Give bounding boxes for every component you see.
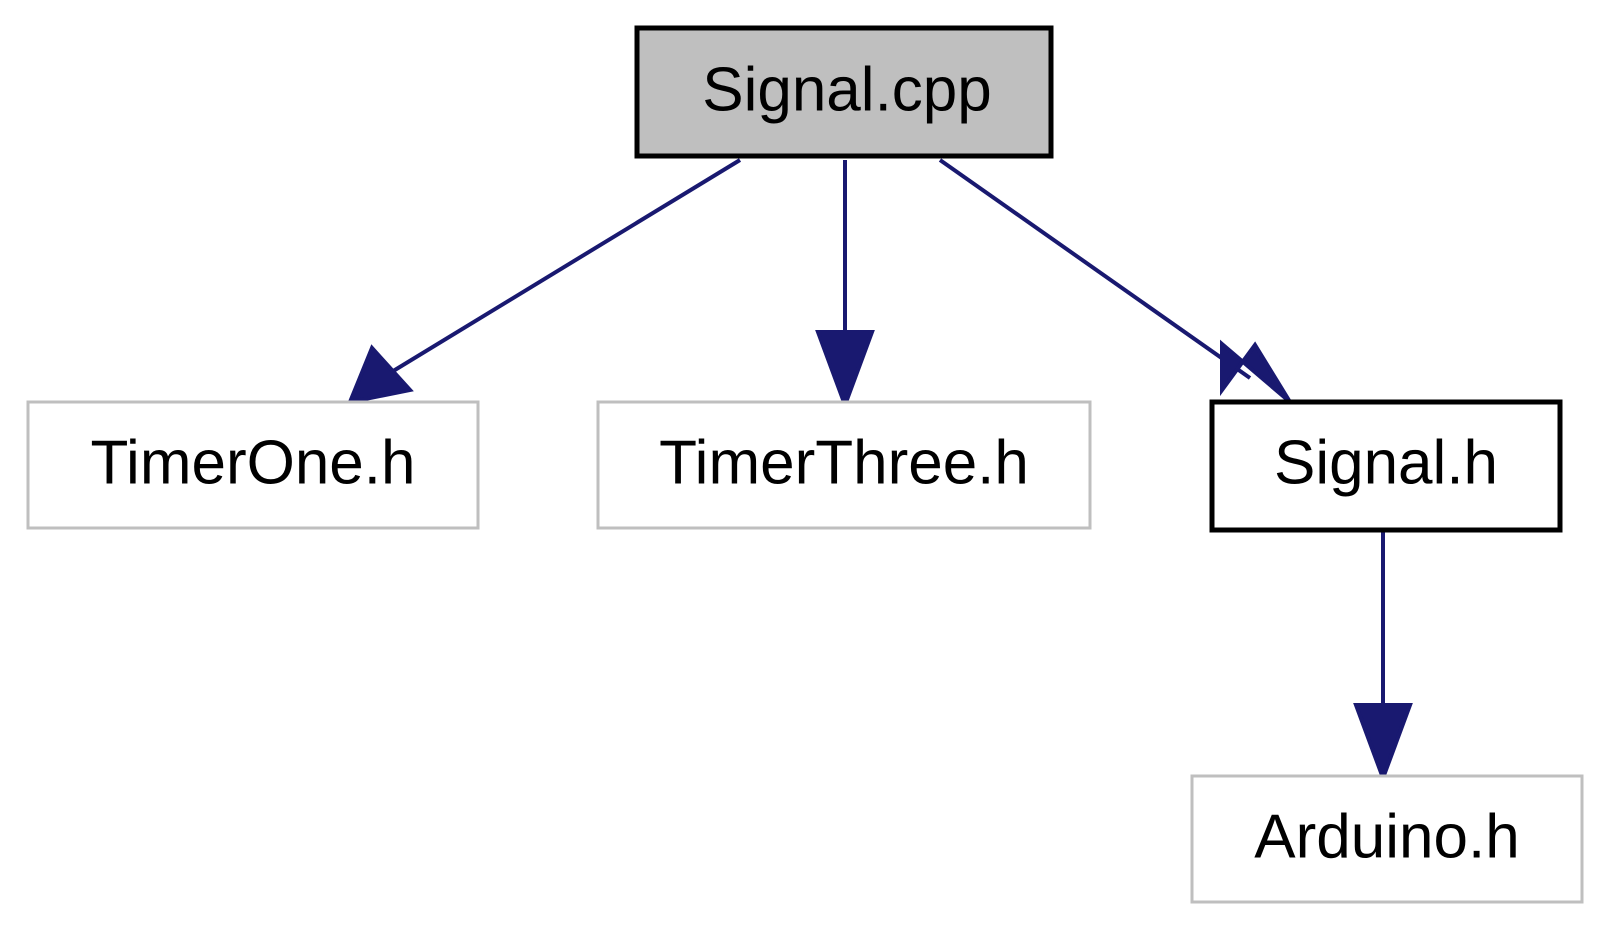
node-signal-cpp[interactable]: Signal.cpp bbox=[634, 25, 1054, 159]
arrowhead-timerone-h bbox=[346, 344, 414, 405]
node-label: Signal.h bbox=[1274, 429, 1498, 498]
node-box bbox=[634, 25, 1054, 159]
node-timerone-h[interactable]: TimerOne.h bbox=[26, 400, 480, 530]
node-label: Arduino.h bbox=[1254, 803, 1519, 872]
arrowhead-arduino-h bbox=[1353, 703, 1413, 784]
node-box bbox=[596, 400, 1092, 530]
node-arduino-h[interactable]: Arduino.h bbox=[1190, 774, 1584, 904]
node-label: TimerThree.h bbox=[659, 429, 1029, 498]
arrowhead-timerthree-h bbox=[815, 330, 875, 411]
edge-signal-cpp-to-timerone-h bbox=[383, 158, 742, 378]
node-signal-h[interactable]: Signal.h bbox=[1209, 399, 1563, 533]
node-label: Signal.cpp bbox=[702, 56, 992, 125]
node-box bbox=[1209, 399, 1563, 533]
arrowhead-signal-h bbox=[1220, 339, 1292, 404]
node-box bbox=[26, 400, 480, 530]
node-box bbox=[1190, 774, 1584, 904]
edge-signal-cpp-to-signal-h bbox=[938, 158, 1252, 380]
edges bbox=[346, 158, 1413, 784]
node-label: TimerOne.h bbox=[90, 429, 415, 498]
node-timerthree-h[interactable]: TimerThree.h bbox=[596, 400, 1092, 530]
